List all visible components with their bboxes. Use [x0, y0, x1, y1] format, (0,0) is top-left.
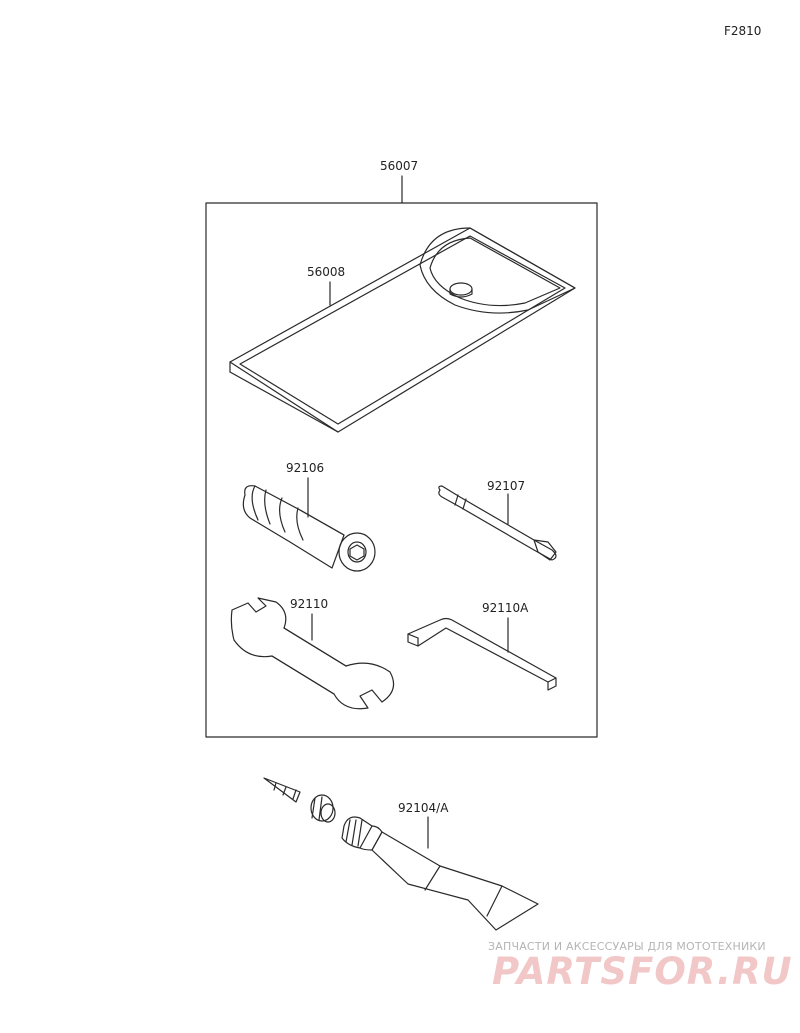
- tool-bag-drawing: [229, 227, 576, 433]
- part-label-92107: 92107: [487, 479, 525, 493]
- diagram-ref-code: F2810: [724, 24, 762, 38]
- grease-tube-drawing: [263, 777, 539, 931]
- watermark-caption: ЗАПЧАСТИ И АКСЕССУАРЫ ДЛЯ МОТОТЕХНИКИ: [488, 940, 766, 953]
- screwdriver-handle-drawing: [242, 477, 376, 572]
- hex-key-drawing: [407, 617, 557, 691]
- part-label-56007: 56007: [380, 159, 418, 173]
- part-label-92110: 92110: [290, 597, 328, 611]
- screwdriver-bit-drawing: [438, 485, 557, 561]
- watermark-logo: PARTSFOR.RU: [492, 950, 793, 993]
- part-label-92104A: 92104/A: [398, 801, 449, 815]
- open-end-wrench-drawing: [230, 597, 395, 710]
- part-label-56008: 56008: [307, 265, 345, 279]
- part-label-92110A: 92110A: [482, 601, 529, 615]
- part-label-92106: 92106: [286, 461, 324, 475]
